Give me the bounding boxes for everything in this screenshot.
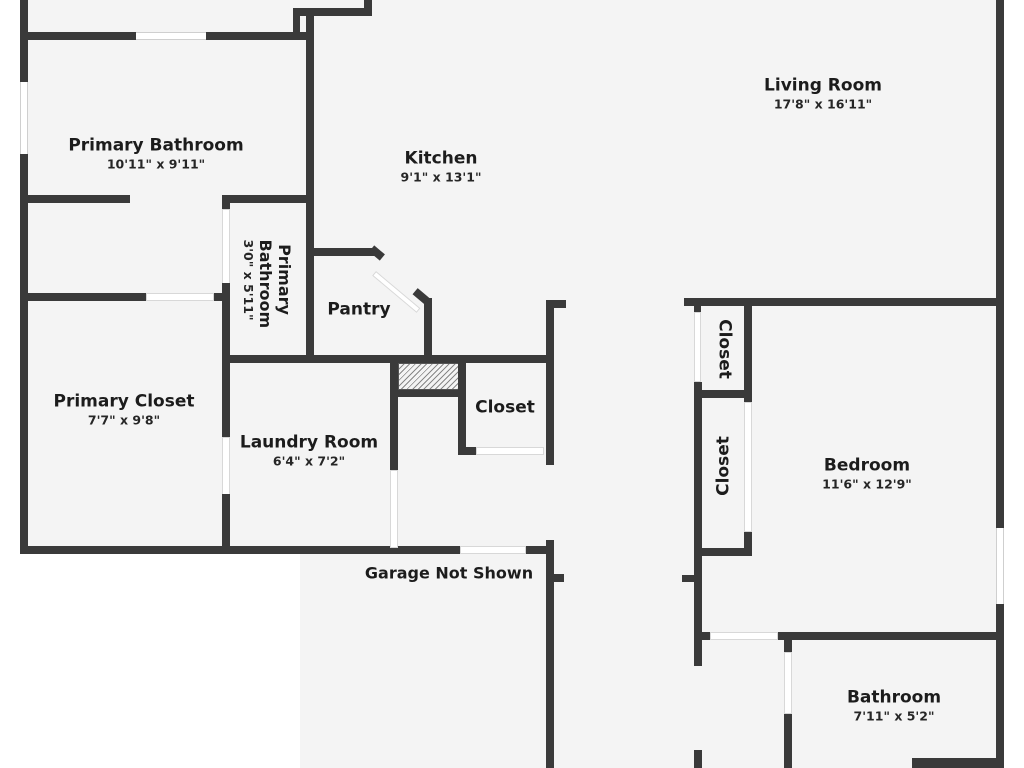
room-name: Bathroom xyxy=(846,687,942,708)
room-name: Primary Closet xyxy=(53,391,195,412)
wall-laundry-north xyxy=(222,355,552,363)
room-dimensions: 17'8" x 16'11" xyxy=(773,96,873,112)
wall-closet-east-b xyxy=(222,494,230,552)
wall-primary-bath-divider xyxy=(20,195,130,203)
room-name: Closet xyxy=(714,319,735,379)
room-dimensions: 10'11" x 9'11" xyxy=(106,156,206,172)
room-label-bedroom: Bedroom 11'6" x 12'9" xyxy=(822,456,912,493)
room-dimensions: 9'1" x 13'1" xyxy=(400,169,482,185)
wall-primary-bath-north-b xyxy=(206,32,310,40)
wall-closet-west xyxy=(458,355,466,455)
wall-closet-east-a xyxy=(222,355,230,437)
wall-hall-east xyxy=(694,382,702,666)
wall-notch-top xyxy=(293,8,371,16)
wall-bedroom-door-stub xyxy=(694,632,710,640)
wall-kitchen-west xyxy=(306,10,314,360)
room-label-primary-closet: Primary Closet 7'7" x 9'8" xyxy=(54,392,195,429)
window-bedroom-east xyxy=(996,528,1004,604)
room-label-primary-bathroom-small: Primary Bathroom 3'0" x 5'11" xyxy=(240,239,294,329)
wall-closet1-south xyxy=(694,390,752,398)
door-closet-laundry xyxy=(222,437,230,495)
wall-closet-north-a xyxy=(20,293,146,301)
window-primary-bath-west xyxy=(20,82,28,154)
wall-south-exterior xyxy=(20,546,460,554)
room-name: Pantry xyxy=(327,299,391,320)
room-label-closet-upper: Closet xyxy=(714,319,735,379)
wall-closet2-east-stub xyxy=(744,532,752,556)
note-text: Garage Not Shown xyxy=(364,563,534,583)
wall-small-bath-north xyxy=(222,195,310,203)
door-south-entry xyxy=(460,546,526,554)
wall-primary-bath-north-a xyxy=(20,32,136,40)
room-label-closet-hall: Closet xyxy=(475,398,535,419)
wall-left-exterior xyxy=(20,0,28,82)
wall-living-south xyxy=(684,298,1002,306)
room-label-closet-lower: Closet xyxy=(714,436,735,496)
door-closet-hall xyxy=(476,447,544,455)
room-dimensions: 7'7" x 9'8" xyxy=(87,412,161,428)
room-label-bathroom: Bathroom 7'11" x 5'2" xyxy=(847,688,941,725)
wall-bath-south-stub xyxy=(912,758,1002,768)
wall-left-exterior-lower xyxy=(20,154,28,554)
wall-pantry-north xyxy=(310,248,376,256)
wall-notch-right xyxy=(364,0,372,16)
room-name: Primary Bathroom xyxy=(256,239,294,329)
wall-closet2-south xyxy=(694,548,752,556)
chase-hatched xyxy=(398,363,460,390)
door-closet-1 xyxy=(694,312,701,382)
floor-hall xyxy=(548,300,698,768)
wall-hall-east-stub xyxy=(682,575,696,582)
wall-notch-left xyxy=(293,8,300,34)
wall-hall-west xyxy=(546,540,554,768)
room-name: Bedroom xyxy=(823,455,911,476)
room-dimensions: 11'6" x 12'9" xyxy=(822,476,912,492)
wall-hall-west-stub xyxy=(546,574,564,582)
room-dimensions: 6'4" x 7'2" xyxy=(272,453,346,469)
wall-bedroom-south xyxy=(778,632,1002,640)
door-small-bath xyxy=(222,209,230,285)
wall-small-bath-west xyxy=(222,283,230,363)
door-bathroom xyxy=(784,652,792,714)
wall-small-bath-west-stub xyxy=(222,195,230,209)
wall-closet-east-cap xyxy=(546,300,566,308)
room-name: Living Room xyxy=(764,75,882,96)
note-garage-not-shown: Garage Not Shown xyxy=(365,563,533,584)
room-name: Primary Bathroom xyxy=(68,135,244,156)
wall-bath-west xyxy=(784,714,792,768)
room-label-kitchen: Kitchen 9'1" x 13'1" xyxy=(401,149,482,186)
window-primary-bath-north xyxy=(136,32,206,40)
wall-pantry-east xyxy=(424,298,432,360)
wall-right-exterior xyxy=(996,0,1004,528)
wall-closet1-west-stub xyxy=(694,298,701,312)
wall-closet-north-stub xyxy=(214,293,224,301)
wall-hatch-south xyxy=(390,390,462,397)
wall-hall-east-lower xyxy=(694,750,702,768)
wall-right-exterior-lower xyxy=(996,604,1004,768)
room-name: Closet xyxy=(713,436,734,496)
door-laundry xyxy=(390,470,398,548)
door-bedroom xyxy=(710,632,778,640)
room-label-primary-bathroom: Primary Bathroom 10'11" x 9'11" xyxy=(68,136,243,173)
room-name: Laundry Room xyxy=(239,432,379,453)
room-name: Closet xyxy=(475,397,535,418)
wall-closet1-east xyxy=(744,298,752,402)
wall-closet-east xyxy=(546,300,554,465)
door-closet-2 xyxy=(744,402,752,532)
room-label-pantry: Pantry xyxy=(327,300,390,321)
wall-laundry-east xyxy=(390,355,398,470)
room-label-living-room: Living Room 17'8" x 16'11" xyxy=(764,76,882,113)
room-label-laundry-room: Laundry Room 6'4" x 7'2" xyxy=(240,433,378,470)
room-name: Kitchen xyxy=(404,148,478,169)
room-dimensions: 7'11" x 5'2" xyxy=(853,708,935,724)
door-primary-closet xyxy=(146,293,214,301)
room-dimensions: 3'0" x 5'11" xyxy=(241,239,256,321)
wall-south-exterior-b xyxy=(526,546,554,554)
wall-bath-west-stub xyxy=(784,632,792,652)
wall-closet-sw-stub xyxy=(458,447,476,455)
